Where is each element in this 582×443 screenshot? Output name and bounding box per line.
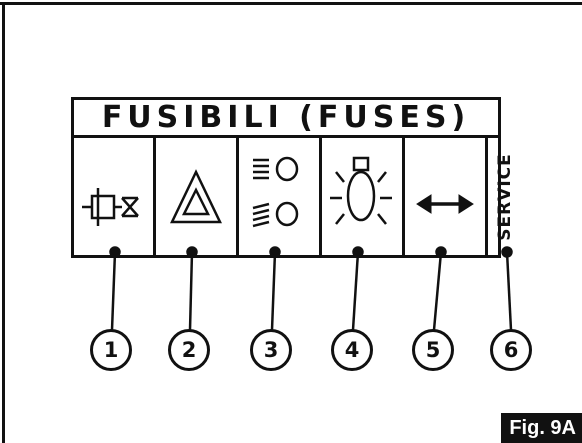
fuse-number-5: 5	[412, 329, 454, 371]
leader-line-1	[110, 251, 117, 331]
fuse-cell-3	[239, 138, 319, 255]
fuse-cell-2	[156, 138, 236, 255]
leader-line-4	[351, 251, 360, 331]
frame-top-border	[0, 2, 582, 5]
leader-line-5	[432, 251, 443, 331]
fuse-number-2: 2	[168, 329, 210, 371]
fuse-cell-1	[74, 138, 153, 255]
contact-dot-3	[269, 246, 281, 258]
fuse-number-3: 3	[250, 329, 292, 371]
contact-dot-1	[109, 246, 121, 258]
contact-dot-6	[501, 246, 513, 258]
cell-divider	[485, 138, 488, 255]
fuse-panel-title: FUSIBILI (FUSES)	[101, 100, 471, 135]
hazard-warning-triangle-icon	[170, 169, 222, 224]
cell-divider	[319, 138, 322, 255]
headlight-beams-icon	[252, 156, 299, 228]
fuse-cell-4	[322, 138, 402, 255]
fuse-number-4: 4	[331, 329, 373, 371]
fuse-number-1: 1	[90, 329, 132, 371]
figure-label: Fig. 9A	[501, 413, 582, 443]
contact-dot-2	[186, 246, 198, 258]
frame-left-border	[2, 2, 5, 443]
cell-divider	[236, 138, 239, 255]
fuse-number-6: 6	[490, 329, 532, 371]
contact-dot-4	[352, 246, 364, 258]
leader-line-2	[188, 251, 194, 331]
contact-dot-5	[435, 246, 447, 258]
relay-coil-icon	[82, 188, 139, 226]
cell-divider	[402, 138, 405, 255]
direction-indicator-arrows-icon	[416, 194, 474, 214]
fuse-cell-5	[405, 138, 485, 255]
fuse-panel-title-box: FUSIBILI (FUSES)	[71, 97, 501, 135]
interior-lamp-icon	[330, 156, 392, 225]
leader-line-3	[270, 251, 277, 331]
fuse-symbol-strip	[71, 135, 501, 258]
cell-divider	[153, 138, 156, 255]
leader-line-6	[505, 251, 513, 331]
